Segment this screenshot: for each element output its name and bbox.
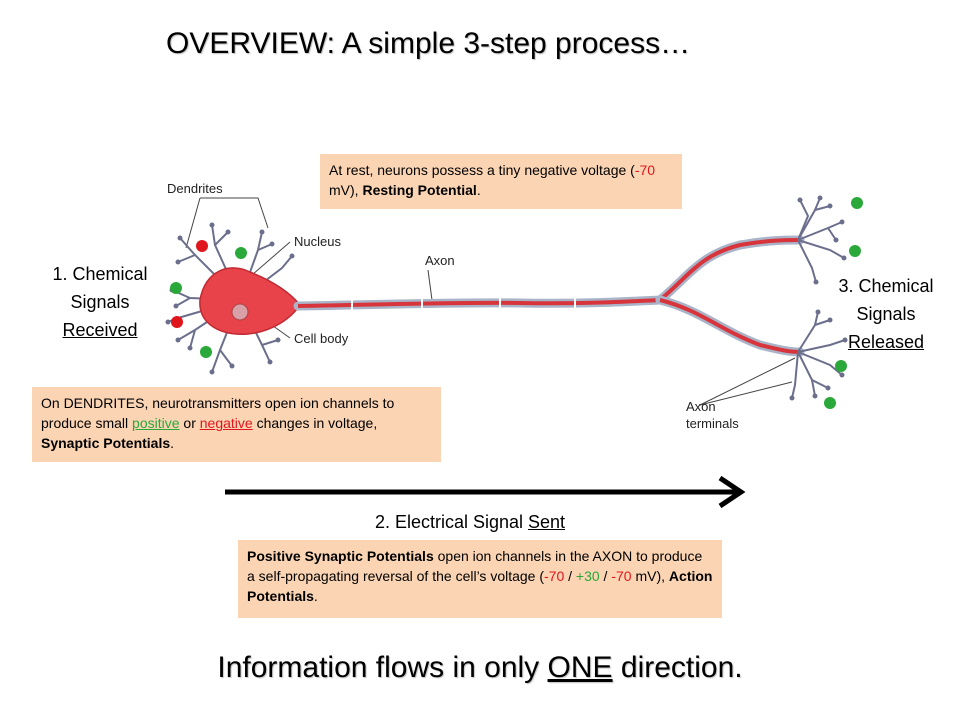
dendrite-positive: positive bbox=[132, 415, 180, 431]
dendrites-pointer bbox=[185, 197, 796, 406]
axon-s2: / bbox=[599, 568, 612, 584]
resting-value: -70 bbox=[634, 162, 656, 178]
dendrite-text2: changes in voltage, bbox=[252, 415, 378, 431]
dendrites-label: Dendrites bbox=[167, 181, 223, 196]
axon-label: Axon bbox=[425, 253, 455, 268]
step2-prefix: 2. Electrical Signal bbox=[374, 512, 529, 532]
step2-label: 2. Electrical Signal Sent bbox=[300, 508, 640, 536]
footer-prefix: Information flows in only bbox=[217, 651, 548, 684]
dendrite-end: . bbox=[170, 435, 175, 451]
axon-v3: -70 bbox=[611, 568, 632, 584]
axon-terminal-branches bbox=[791, 197, 846, 399]
footer-underlined: ONE bbox=[547, 651, 613, 684]
axon-bold1: Positive Synaptic Potentials bbox=[247, 548, 434, 564]
axon-text2: mV), bbox=[631, 568, 669, 584]
axon-terminal-tips bbox=[789, 195, 848, 401]
step3-label: 3. Chemical Signals Released bbox=[812, 272, 960, 356]
dendrite-mid: or bbox=[179, 415, 200, 431]
axon-terminals-label-line1: Axon bbox=[686, 399, 716, 414]
dendrite-text1: On DENDRITES, neurotransmitters open ion… bbox=[41, 395, 395, 431]
nucleus-label: Nucleus bbox=[294, 234, 341, 249]
cell-body bbox=[199, 267, 301, 335]
step2-underlined: Sent bbox=[528, 512, 566, 532]
axon-text1: open ion channels in the AXON to produce… bbox=[247, 548, 703, 584]
step1-label: 1. Chemical Signals Received bbox=[30, 260, 170, 344]
axon-terminals-label-line2: terminals bbox=[686, 416, 739, 431]
action-potential-box: Positive Synaptic Potentials open ion ch… bbox=[238, 540, 722, 618]
axon-v2: +30 bbox=[575, 568, 600, 584]
step3-line3: Released bbox=[847, 332, 925, 352]
step3-line1: 3. Chemical bbox=[838, 276, 934, 296]
resting-bold: Resting Potential bbox=[362, 182, 477, 198]
resting-text1: At rest, neurons possess a tiny negative… bbox=[329, 162, 635, 178]
received-neurotransmitter-dots bbox=[170, 240, 247, 358]
page-title: OVERVIEW: A simple 3-step process… bbox=[166, 27, 691, 60]
step1-line1: 1. Chemical bbox=[52, 264, 148, 284]
axon-s1: / bbox=[564, 568, 576, 584]
resting-text2: mV), bbox=[329, 182, 363, 198]
dendrite-negative: negative bbox=[199, 415, 253, 431]
nucleus bbox=[231, 303, 249, 321]
dendrite-tips bbox=[165, 222, 295, 375]
dendrite-bold: Synaptic Potentials bbox=[41, 435, 171, 451]
step3-line2: Signals bbox=[856, 304, 916, 324]
axon bbox=[293, 235, 805, 357]
footer-suffix: direction. bbox=[612, 651, 743, 684]
released-neurotransmitter-dots bbox=[824, 197, 863, 409]
step1-line2: Signals bbox=[70, 292, 130, 312]
resting-end: . bbox=[476, 182, 481, 198]
direction-arrow bbox=[225, 475, 746, 509]
axon-v1: -70 bbox=[544, 568, 565, 584]
axon-end: . bbox=[313, 588, 318, 604]
step1-line3: Received bbox=[62, 320, 138, 340]
synaptic-potential-box: On DENDRITES, neurotransmitters open ion… bbox=[32, 387, 441, 462]
cell-body-label: Cell body bbox=[294, 331, 349, 346]
footer-statement: Information flows in only ONE direction. bbox=[0, 648, 960, 688]
axon-bold2: Action Potentials bbox=[247, 568, 713, 604]
resting-potential-box: At rest, neurons possess a tiny negative… bbox=[320, 154, 682, 209]
